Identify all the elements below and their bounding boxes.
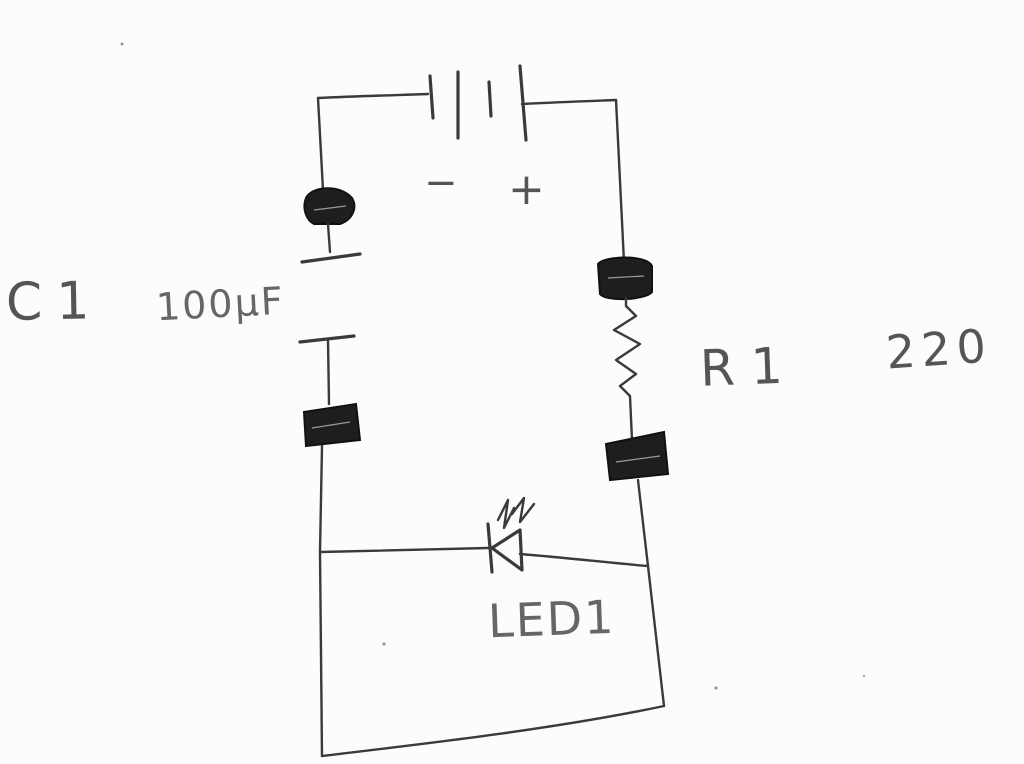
battery-symbol [316, 64, 618, 142]
wire-led-left [318, 546, 490, 554]
led-name-label: LED1 [487, 589, 617, 649]
capacitor-symbol [298, 222, 362, 406]
solder-pad-capacitor-bottom [302, 402, 362, 448]
wire-top-right [614, 98, 626, 264]
led-emission-arrow-1 [496, 498, 516, 530]
paper-speck [382, 642, 386, 646]
paper-speck [120, 42, 124, 46]
capacitor-lead-bottom [326, 338, 331, 406]
battery-plate-1 [428, 74, 435, 120]
capacitor-lead-top [326, 222, 332, 254]
resistor-name-label: R1 [699, 336, 800, 398]
resistor-value-label: 220 [884, 318, 994, 380]
solder-pad-resistor-top [596, 256, 653, 300]
wire-led-right [518, 552, 650, 568]
wire-bottom [320, 704, 666, 758]
paper-speck [862, 674, 866, 678]
resistor-zigzag [612, 296, 642, 442]
capacitor-plate-bottom [298, 334, 356, 344]
wire-right-lower [636, 478, 666, 708]
led-symbol [486, 496, 536, 574]
paper-speck [714, 686, 718, 690]
wire-left-lower [318, 444, 324, 758]
capacitor-name-label: C1 [5, 271, 104, 333]
battery-minus-label: − [424, 160, 464, 206]
resistor-symbol [612, 296, 642, 442]
led-cathode-bar [486, 522, 494, 574]
solder-pad-resistor-bottom [604, 430, 670, 482]
battery-plate-3 [487, 80, 493, 118]
wire-top-left [316, 96, 325, 192]
capacitor-plate-top [300, 252, 362, 264]
battery-wire-left [316, 92, 430, 100]
battery-wire-right [520, 98, 618, 106]
led-triangle [490, 528, 524, 572]
battery-plus-label: + [508, 164, 551, 215]
capacitor-value-label: 100µF [154, 278, 286, 330]
solder-pad-capacitor-top [303, 187, 356, 225]
led-emission-arrow-2 [510, 496, 536, 524]
